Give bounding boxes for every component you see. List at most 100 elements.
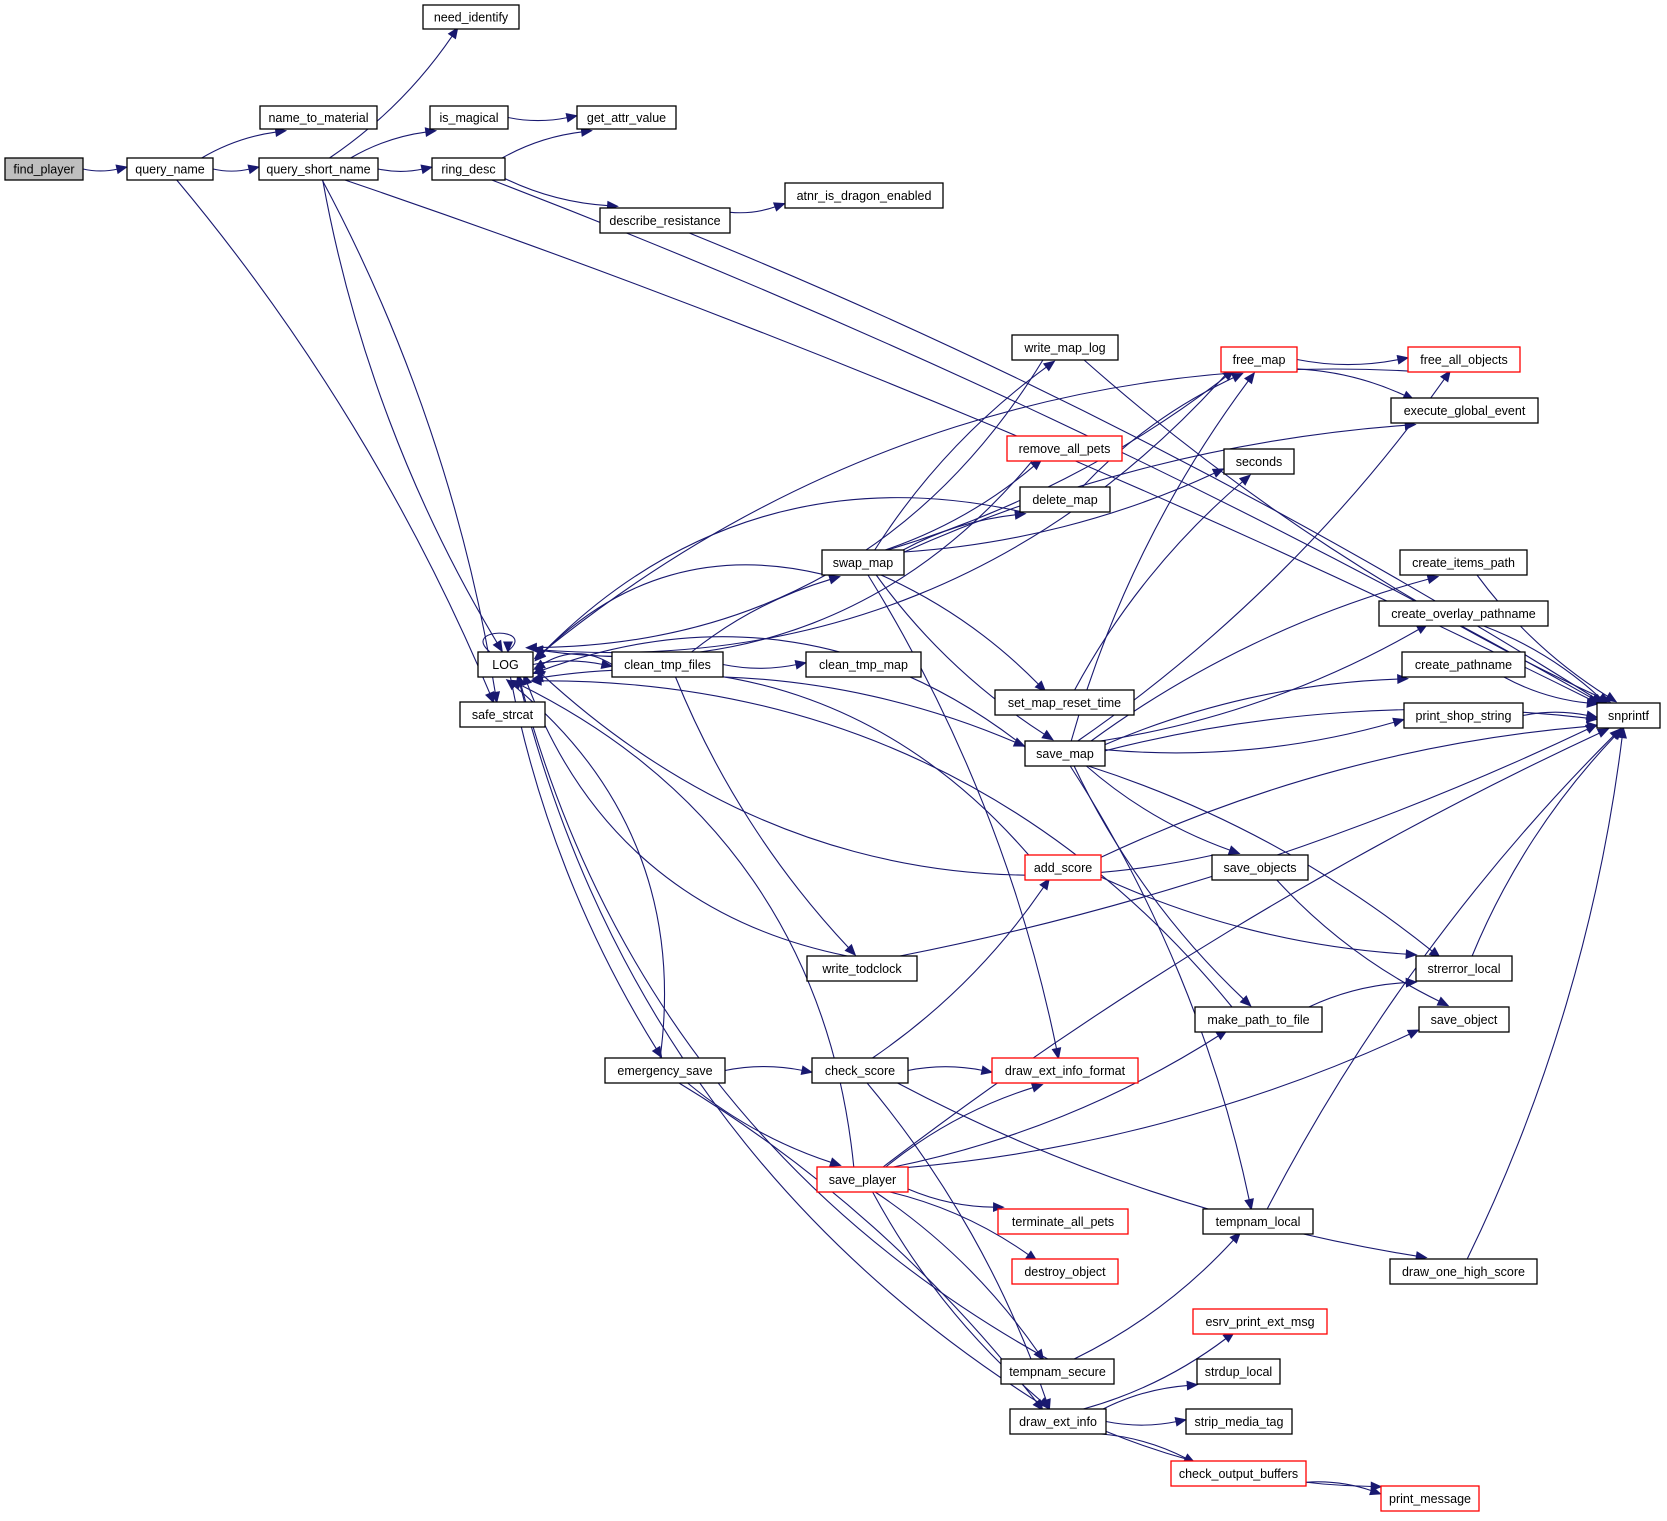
node-box[interactable] bbox=[258, 157, 379, 181]
node-draw-one-high-score[interactable]: draw_one_high_score bbox=[1389, 1258, 1538, 1285]
node-box[interactable] bbox=[821, 549, 905, 576]
node-need-identify[interactable]: need_identify bbox=[422, 4, 520, 30]
node-set-map-reset-time[interactable]: set_map_reset_time bbox=[994, 689, 1135, 716]
node-box[interactable] bbox=[1024, 854, 1102, 881]
node-save-map[interactable]: save_map bbox=[1024, 740, 1106, 767]
node-snprintf[interactable]: snprintf bbox=[1596, 702, 1661, 729]
node-box[interactable] bbox=[1019, 486, 1111, 513]
node-box[interactable] bbox=[1401, 651, 1526, 678]
node-box[interactable] bbox=[1170, 1460, 1307, 1487]
node-safe-strcat[interactable]: safe_strcat bbox=[459, 701, 546, 728]
node-box[interactable] bbox=[576, 105, 677, 130]
node-box[interactable] bbox=[1390, 397, 1539, 424]
node-create-overlay-pathname[interactable]: create_overlay_pathname bbox=[1378, 600, 1549, 627]
node-box[interactable] bbox=[784, 182, 944, 209]
node-box[interactable] bbox=[611, 651, 724, 678]
node-terminate-all-pets[interactable]: terminate_all_pets bbox=[997, 1208, 1129, 1235]
node-log[interactable]: LOG bbox=[477, 651, 534, 678]
node-write-map-log[interactable]: write_map_log bbox=[1011, 334, 1119, 361]
node-query-name[interactable]: query_name bbox=[126, 157, 214, 181]
node-box[interactable] bbox=[459, 701, 546, 728]
node-box[interactable] bbox=[1596, 702, 1661, 729]
node-box[interactable] bbox=[1389, 1258, 1538, 1285]
node-save-objects[interactable]: save_objects bbox=[1211, 854, 1309, 881]
node-esrv-print-ext-msg[interactable]: esrv_print_ext_msg bbox=[1192, 1308, 1328, 1335]
node-print-message[interactable]: print_message bbox=[1380, 1485, 1480, 1512]
node-box[interactable] bbox=[1024, 740, 1106, 767]
node-box[interactable] bbox=[806, 955, 918, 982]
node-box[interactable] bbox=[1011, 1258, 1119, 1285]
node-find-player[interactable]: find_player bbox=[4, 157, 84, 181]
node-box[interactable] bbox=[816, 1166, 909, 1193]
node-box[interactable] bbox=[805, 651, 922, 678]
node-tempnam-local[interactable]: tempnam_local bbox=[1202, 1208, 1314, 1235]
node-check-score[interactable]: check_score bbox=[811, 1057, 909, 1084]
node-box[interactable] bbox=[1009, 1408, 1107, 1435]
node-strdup-local[interactable]: strdup_local bbox=[1196, 1358, 1281, 1385]
node-box[interactable] bbox=[1185, 1408, 1293, 1435]
node-box[interactable] bbox=[1006, 435, 1123, 462]
node-box[interactable] bbox=[1202, 1208, 1314, 1235]
node-box[interactable] bbox=[994, 689, 1135, 716]
node-box[interactable] bbox=[599, 207, 731, 234]
node-box[interactable] bbox=[1192, 1308, 1328, 1335]
node-strerror-local[interactable]: strerror_local bbox=[1415, 955, 1513, 982]
node-ring-desc[interactable]: ring_desc bbox=[431, 157, 506, 181]
node-get-attr-value[interactable]: get_attr_value bbox=[576, 105, 677, 130]
node-box[interactable] bbox=[1196, 1358, 1281, 1385]
node-box[interactable] bbox=[1399, 549, 1528, 576]
node-swap-map[interactable]: swap_map bbox=[821, 549, 905, 576]
node-is-magical[interactable]: is_magical bbox=[429, 105, 509, 130]
node-box[interactable] bbox=[1418, 1006, 1510, 1033]
node-destroy-object[interactable]: destroy_object bbox=[1011, 1258, 1119, 1285]
node-emergency-save[interactable]: emergency_save bbox=[604, 1057, 726, 1084]
node-clean-tmp-map[interactable]: clean_tmp_map bbox=[805, 651, 922, 678]
node-strip-media-tag[interactable]: strip_media_tag bbox=[1185, 1408, 1293, 1435]
node-box[interactable] bbox=[431, 157, 506, 181]
node-tempnam-secure[interactable]: tempnam_secure bbox=[1000, 1358, 1115, 1385]
node-box[interactable] bbox=[422, 4, 520, 30]
node-create-items-path[interactable]: create_items_path bbox=[1399, 549, 1528, 576]
node-execute-global-event[interactable]: execute_global_event bbox=[1390, 397, 1539, 424]
node-box[interactable] bbox=[1194, 1006, 1323, 1033]
node-box[interactable] bbox=[4, 157, 84, 181]
node-query-short-name[interactable]: query_short_name bbox=[258, 157, 379, 181]
node-clean-tmp-files[interactable]: clean_tmp_files bbox=[611, 651, 724, 678]
node-free-map[interactable]: free_map bbox=[1220, 346, 1298, 373]
node-box[interactable] bbox=[259, 105, 378, 130]
node-create-pathname[interactable]: create_pathname bbox=[1401, 651, 1526, 678]
node-box[interactable] bbox=[1011, 334, 1119, 361]
node-delete-map[interactable]: delete_map bbox=[1019, 486, 1111, 513]
node-box[interactable] bbox=[1211, 854, 1309, 881]
node-name-to-material[interactable]: name_to_material bbox=[259, 105, 378, 130]
node-add-score[interactable]: add_score bbox=[1024, 854, 1102, 881]
node-write-todclock[interactable]: write_todclock bbox=[806, 955, 918, 982]
node-box[interactable] bbox=[1220, 346, 1298, 373]
node-remove-all-pets[interactable]: remove_all_pets bbox=[1006, 435, 1123, 462]
node-box[interactable] bbox=[429, 105, 509, 130]
node-box[interactable] bbox=[477, 651, 534, 678]
node-box[interactable] bbox=[1403, 702, 1524, 729]
node-atnr-is-dragon-enabled[interactable]: atnr_is_dragon_enabled bbox=[784, 182, 944, 209]
node-print-shop-string[interactable]: print_shop_string bbox=[1403, 702, 1524, 729]
node-box[interactable] bbox=[811, 1057, 909, 1084]
node-box[interactable] bbox=[1000, 1358, 1115, 1385]
node-box[interactable] bbox=[1378, 600, 1549, 627]
node-describe-resistance[interactable]: describe_resistance bbox=[599, 207, 731, 234]
node-box[interactable] bbox=[604, 1057, 726, 1084]
node-save-player[interactable]: save_player bbox=[816, 1166, 909, 1193]
node-box[interactable] bbox=[1380, 1485, 1480, 1512]
node-free-all-objects[interactable]: free_all_objects bbox=[1407, 346, 1521, 373]
node-box[interactable] bbox=[991, 1057, 1139, 1084]
node-make-path-to-file[interactable]: make_path_to_file bbox=[1194, 1006, 1323, 1033]
node-box[interactable] bbox=[126, 157, 214, 181]
node-box[interactable] bbox=[1407, 346, 1521, 373]
node-check-output-buffers[interactable]: check_output_buffers bbox=[1170, 1460, 1307, 1487]
node-box[interactable] bbox=[1415, 955, 1513, 982]
node-box[interactable] bbox=[1223, 448, 1295, 475]
node-draw-ext-info-format[interactable]: draw_ext_info_format bbox=[991, 1057, 1139, 1084]
node-box[interactable] bbox=[997, 1208, 1129, 1235]
node-save-object[interactable]: save_object bbox=[1418, 1006, 1510, 1033]
node-draw-ext-info[interactable]: draw_ext_info bbox=[1009, 1408, 1107, 1435]
node-seconds[interactable]: seconds bbox=[1223, 448, 1295, 475]
